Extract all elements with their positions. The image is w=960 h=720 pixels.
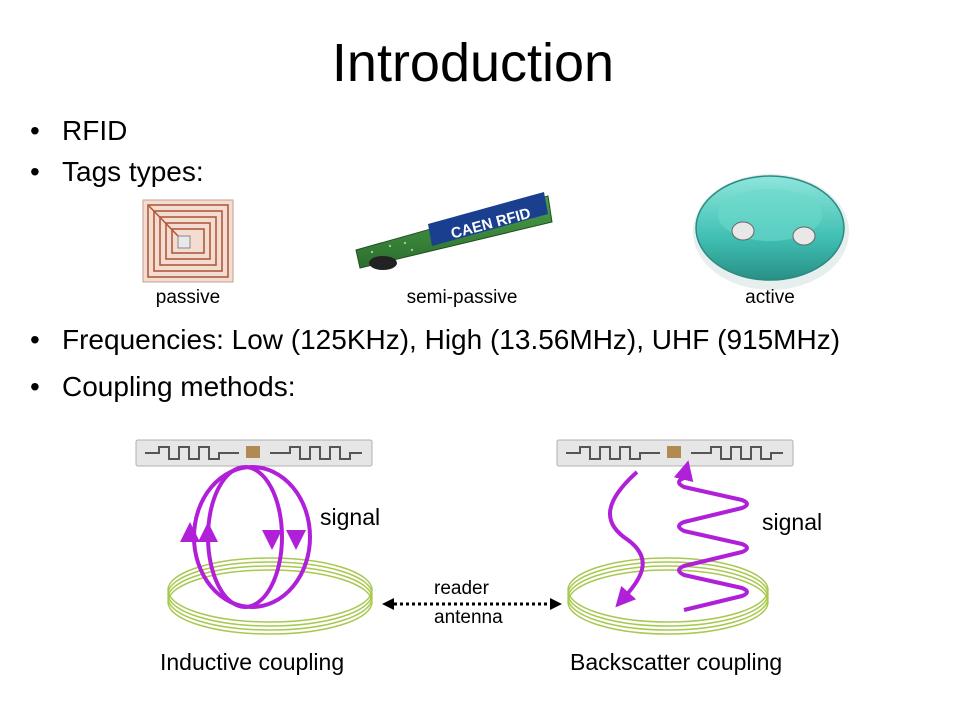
bullet-marker: • <box>30 156 40 187</box>
bullet-rfid: • RFID <box>30 114 127 148</box>
bullet-text: RFID <box>62 115 128 146</box>
active-tag-image <box>693 174 849 290</box>
active-label: active <box>745 287 795 308</box>
right-tag-strip <box>556 439 794 467</box>
passive-label: passive <box>155 287 221 308</box>
backscatter-reflected-signal <box>673 460 749 612</box>
inductive-coupling-label: Inductive coupling <box>160 649 345 675</box>
bullet-tag-types: • Tags types: <box>30 155 204 189</box>
antenna-label: antenna <box>434 607 503 628</box>
bullet-frequencies: • Frequencies: Low (125KHz), High (13.56M… <box>30 323 840 357</box>
bullet-marker: • <box>30 371 40 402</box>
left-magnetic-field-loops <box>180 465 312 609</box>
right-reader-antenna-coil <box>567 557 769 635</box>
bullet-coupling: • Coupling methods: <box>30 370 295 404</box>
slide-title: Introduction <box>331 33 615 93</box>
reader-label: reader <box>434 578 489 599</box>
bullet-text: Tags types: <box>62 156 204 187</box>
semi-passive-label: semi-passive <box>406 287 518 308</box>
left-tag-strip <box>135 439 373 467</box>
bullet-text: Frequencies: Low (125KHz), High (13.56MH… <box>62 324 841 355</box>
left-signal-label: signal <box>320 504 381 530</box>
left-reader-antenna-coil <box>167 557 373 635</box>
bullet-marker: • <box>30 324 40 355</box>
passive-tag-image <box>142 199 234 283</box>
semi-passive-tag-image <box>355 192 553 270</box>
bullet-text: Coupling methods: <box>62 371 296 402</box>
backscatter-coupling-label: Backscatter coupling <box>570 649 783 675</box>
bullet-marker: • <box>30 115 40 146</box>
backscatter-incoming-wave <box>608 470 645 608</box>
right-signal-label: signal <box>762 509 823 535</box>
